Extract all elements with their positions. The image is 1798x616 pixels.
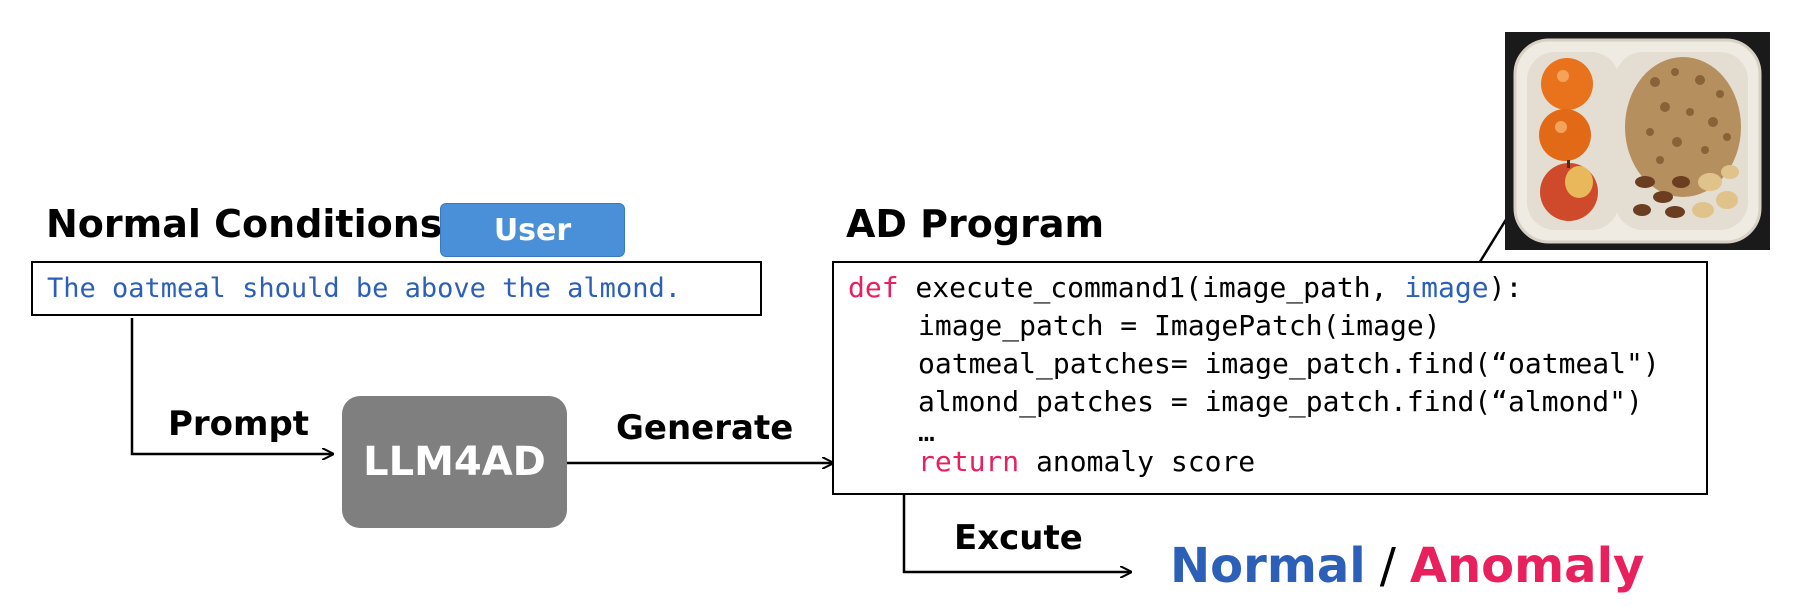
normal-condition-text-box: The oatmeal should be above the almond. [31, 261, 762, 316]
prompt-arrow [130, 318, 332, 454]
llm4ad-model-box: LLM4AD [342, 396, 567, 528]
normal-conditions-heading: Normal Conditions: [46, 202, 458, 246]
ad-program-code-box: def execute_command1(image_path, image):… [832, 261, 1708, 495]
code-line-5: … [918, 415, 935, 448]
execute-label: Excute [954, 518, 1083, 558]
code-block: def execute_command1(image_path, image):… [848, 269, 1660, 481]
ad-program-heading: AD Program [846, 202, 1105, 246]
normal-condition-text: The oatmeal should be above the almond. [47, 273, 681, 304]
execute-arrow [902, 495, 1130, 572]
code-line-6: return anomaly score [918, 445, 1256, 478]
code-line-2: image_patch = ImagePatch(image) [918, 309, 1441, 342]
result-separator: / [1379, 538, 1396, 594]
result-text: Normal/Anomaly [1170, 538, 1644, 594]
food-tray-image [1505, 32, 1770, 250]
anomaly-result: Anomaly [1409, 538, 1645, 594]
code-line-4: almond_patches = image_patch.find(“almon… [918, 385, 1643, 418]
code-line-3: oatmeal_patches= image_patch.find(“oatme… [918, 347, 1660, 380]
normal-result: Normal [1170, 538, 1366, 594]
generate-label: Generate [616, 408, 794, 448]
user-badge: User [440, 203, 625, 257]
prompt-label: Prompt [168, 404, 310, 444]
code-line-1: def execute_command1(image_path, image): [848, 271, 1523, 304]
